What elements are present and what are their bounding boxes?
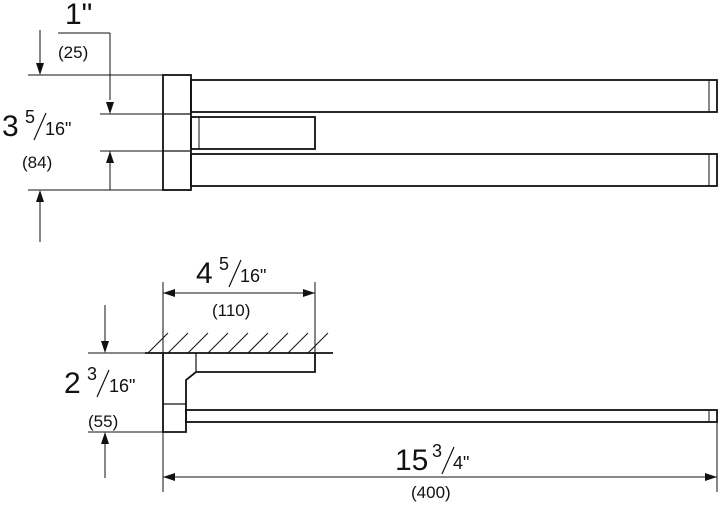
top-gap-mm: (25) (58, 43, 88, 62)
front-upper-arm (190, 79, 718, 113)
length-whole: 15 (395, 444, 428, 477)
front-middle-arm (190, 116, 316, 150)
depth-num: 5 (219, 254, 229, 274)
length-mm: (400) (411, 483, 451, 502)
front-lower-arm (190, 153, 718, 187)
length-den: 4" (453, 453, 469, 473)
top-height-mm: (84) (22, 153, 52, 172)
top-gap-inch: 1" (65, 0, 92, 31)
depth-den: 16" (240, 266, 266, 286)
front-view (28, 30, 718, 242)
top-height-num: 5 (25, 107, 35, 127)
plan-arm (185, 409, 718, 423)
plan-view (88, 282, 718, 492)
top-height-den: 16" (45, 119, 71, 139)
length-num: 3 (432, 441, 442, 461)
bottom-height-num: 3 (87, 364, 97, 384)
top-height-whole: 3 (2, 110, 19, 143)
bottom-height-mm: (55) (88, 412, 118, 431)
depth-mm: (110) (212, 301, 250, 320)
bottom-height-whole: 2 (64, 367, 81, 400)
front-bracket (162, 74, 192, 191)
depth-whole: 4 (196, 257, 213, 290)
wall-hatching (147, 332, 329, 354)
bottom-height-den: 16" (109, 376, 135, 396)
